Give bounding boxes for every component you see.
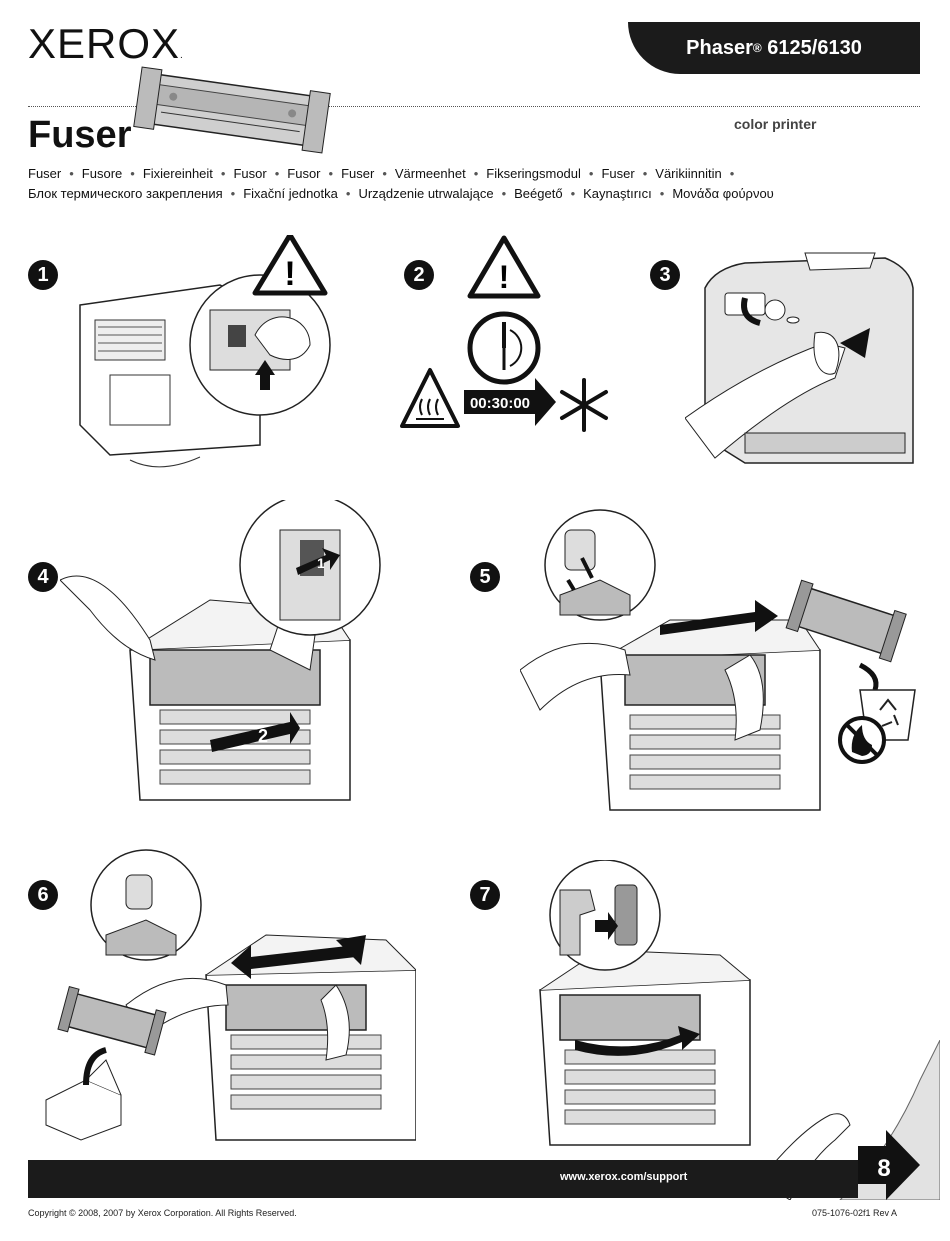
next-page-number: 8 bbox=[877, 1155, 890, 1182]
step-badge-6: 6 bbox=[28, 880, 58, 910]
step-badge-5: 5 bbox=[470, 562, 500, 592]
step-badge-3: 3 bbox=[650, 260, 680, 290]
bullet-separator: • bbox=[345, 186, 351, 201]
step-4-label-1: 1 bbox=[317, 555, 325, 571]
support-url[interactable]: www.xerox.com/support bbox=[560, 1171, 688, 1183]
step-6-illustration bbox=[45, 849, 416, 1141]
arrow-icon bbox=[464, 378, 556, 426]
page-subtitle: color printer bbox=[734, 116, 817, 132]
warning-icon: ! bbox=[467, 235, 541, 299]
svg-text:!: ! bbox=[284, 255, 295, 293]
bullet-separator: • bbox=[729, 166, 735, 181]
step-badge-1: 1 bbox=[28, 260, 58, 290]
part-number: 075-1076-02f1 Rev A bbox=[812, 1208, 898, 1218]
bullet-separator: • bbox=[501, 186, 507, 201]
svg-text:!: ! bbox=[499, 259, 510, 295]
next-page-arrow[interactable]: 8 bbox=[858, 1130, 922, 1200]
bullet-separator: • bbox=[588, 166, 594, 181]
translations-line-2: Блок термического закрепления • Fixační je… bbox=[28, 186, 774, 201]
snowflake-icon bbox=[560, 378, 608, 432]
translation-item: Fuser bbox=[341, 166, 375, 181]
model-numbers: 6125/6130 bbox=[767, 36, 862, 59]
step-badge-7: 7 bbox=[470, 880, 500, 910]
xerox-logo: XEROX. bbox=[28, 20, 184, 67]
clock-icon bbox=[467, 311, 541, 385]
step-3-illustration bbox=[685, 252, 914, 464]
translation-item: Fusor bbox=[233, 166, 267, 181]
step-1-illustration: ! bbox=[79, 235, 331, 468]
arrow-icon bbox=[210, 712, 300, 752]
no-fire-icon bbox=[838, 716, 886, 764]
step-5-illustration bbox=[520, 509, 916, 811]
timer-text: 00:30:00 bbox=[470, 395, 530, 412]
bullet-separator: • bbox=[659, 186, 665, 201]
bullet-separator: • bbox=[69, 166, 74, 181]
bullet-separator: • bbox=[570, 186, 576, 201]
translation-item: Fikseringsmodul bbox=[486, 166, 581, 181]
model-name: Phaser bbox=[686, 36, 753, 59]
bullet-separator: • bbox=[130, 166, 135, 181]
translation-item: Värikiinnitin bbox=[655, 166, 722, 181]
translation-item: Fuser bbox=[28, 166, 62, 181]
translation-item: Urządzenie utrwalające bbox=[358, 186, 494, 201]
header-rule bbox=[28, 106, 920, 107]
model-tab: Phaser® 6125/6130 bbox=[628, 22, 920, 74]
registered-mark: ® bbox=[752, 41, 762, 55]
warning-icon: ! bbox=[252, 235, 328, 296]
footer-bar bbox=[28, 1160, 858, 1198]
step-4-illustration: 2 1 bbox=[60, 500, 381, 801]
translations-line-1: Fuser • Fusore • Fixiereinheit • Fusor • Fusor • F… bbox=[28, 166, 742, 181]
arrow-icon bbox=[231, 945, 356, 979]
page-title: Fuser bbox=[28, 114, 132, 156]
hot-surface-icon bbox=[400, 368, 460, 428]
step-2-illustration: ! 00:30:00 bbox=[400, 235, 608, 432]
bullet-separator: • bbox=[473, 166, 479, 181]
bullet-separator: • bbox=[328, 166, 334, 181]
bullet-separator: • bbox=[382, 166, 387, 181]
bullet-separator: • bbox=[220, 166, 226, 181]
bullet-separator: • bbox=[230, 186, 236, 201]
bullet-separator: • bbox=[274, 166, 280, 181]
translation-item: Блок термического закрепления bbox=[28, 186, 223, 201]
step-badge-2: 2 bbox=[404, 260, 434, 290]
step-4-label-2: 2 bbox=[258, 726, 268, 746]
translation-item: Fixiereinheit bbox=[142, 166, 213, 181]
translation-item: Fusore bbox=[81, 166, 123, 181]
translation-item: Fuser bbox=[601, 166, 635, 181]
fuser-unit-image bbox=[133, 66, 331, 154]
step-7-illustration bbox=[539, 860, 751, 1146]
translation-item: Värmeenhet bbox=[394, 166, 466, 181]
translation-item: Fusor bbox=[287, 166, 321, 181]
bullet-separator: • bbox=[642, 166, 648, 181]
translation-item: Kaynaştırıcı bbox=[583, 186, 652, 201]
copyright-text: Copyright © 2008, 2007 by Xerox Corporat… bbox=[28, 1208, 297, 1218]
step-badge-4: 4 bbox=[28, 562, 58, 592]
arrow-icon bbox=[575, 1026, 700, 1056]
translation-item: Fixační jednotka bbox=[243, 186, 338, 201]
arrow-icon bbox=[660, 600, 778, 635]
translation-item: Beégető bbox=[514, 186, 563, 201]
translation-item: Μονάδα φούρνου bbox=[672, 186, 774, 201]
